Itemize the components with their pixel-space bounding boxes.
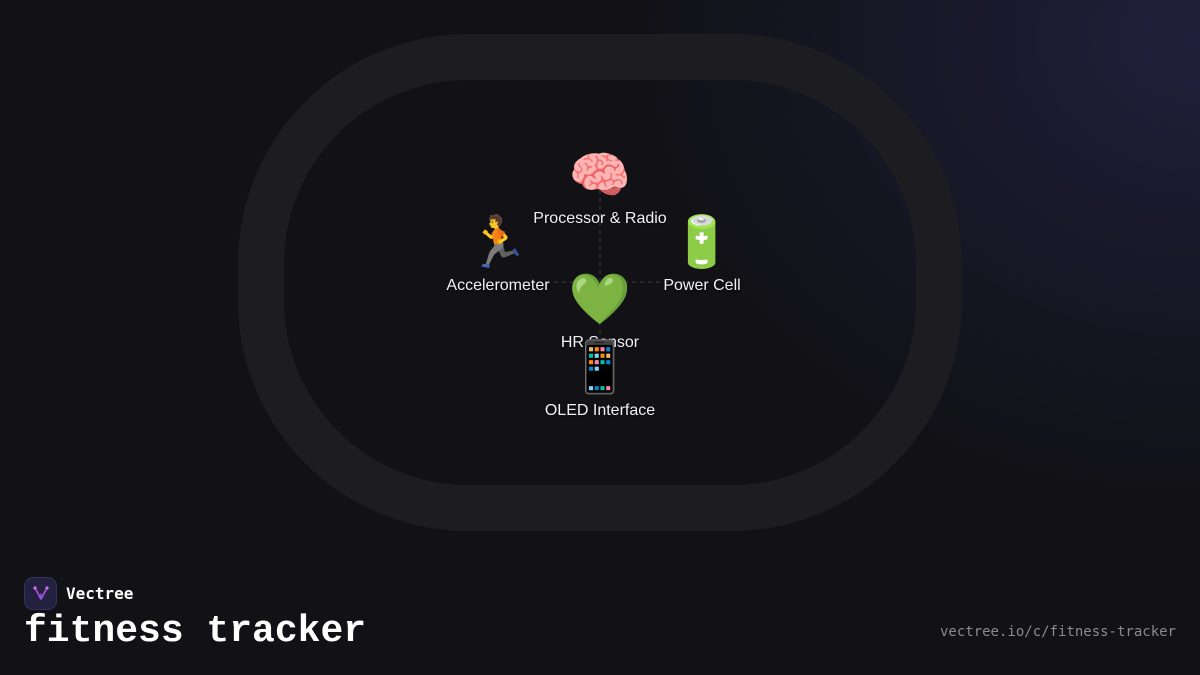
phone-icon: 📱 (568, 338, 632, 396)
page-title: fitness tracker (24, 610, 367, 653)
node-label-accelerometer: Accelerometer (446, 277, 550, 294)
node-processor: 🧠 Processor & Radio (500, 146, 700, 228)
node-power: 🔋 Power Cell (602, 213, 802, 295)
node-label-hr: HR Sensor (560, 334, 640, 351)
page-url[interactable]: vectree.io/c/fitness-tracker (939, 624, 1176, 640)
vectree-logo-icon (24, 577, 57, 610)
brand: Vectree (24, 577, 133, 610)
node-accelerometer: 🏃 Accelerometer (398, 213, 598, 295)
node-label-oled: OLED Interface (544, 402, 656, 419)
battery-icon: 🔋 (670, 213, 734, 271)
node-label-power: Power Cell (663, 277, 741, 294)
node-hr: 💚 HR Sensor (500, 270, 700, 352)
runner-icon: 🏃 (466, 213, 530, 271)
brain-icon: 🧠 (568, 146, 632, 204)
brand-name: Vectree (66, 584, 134, 603)
node-label-processor: Processor & Radio (533, 210, 667, 227)
green-heart-icon: 💚 (568, 270, 632, 328)
node-oled: 📱 OLED Interface (500, 338, 700, 420)
